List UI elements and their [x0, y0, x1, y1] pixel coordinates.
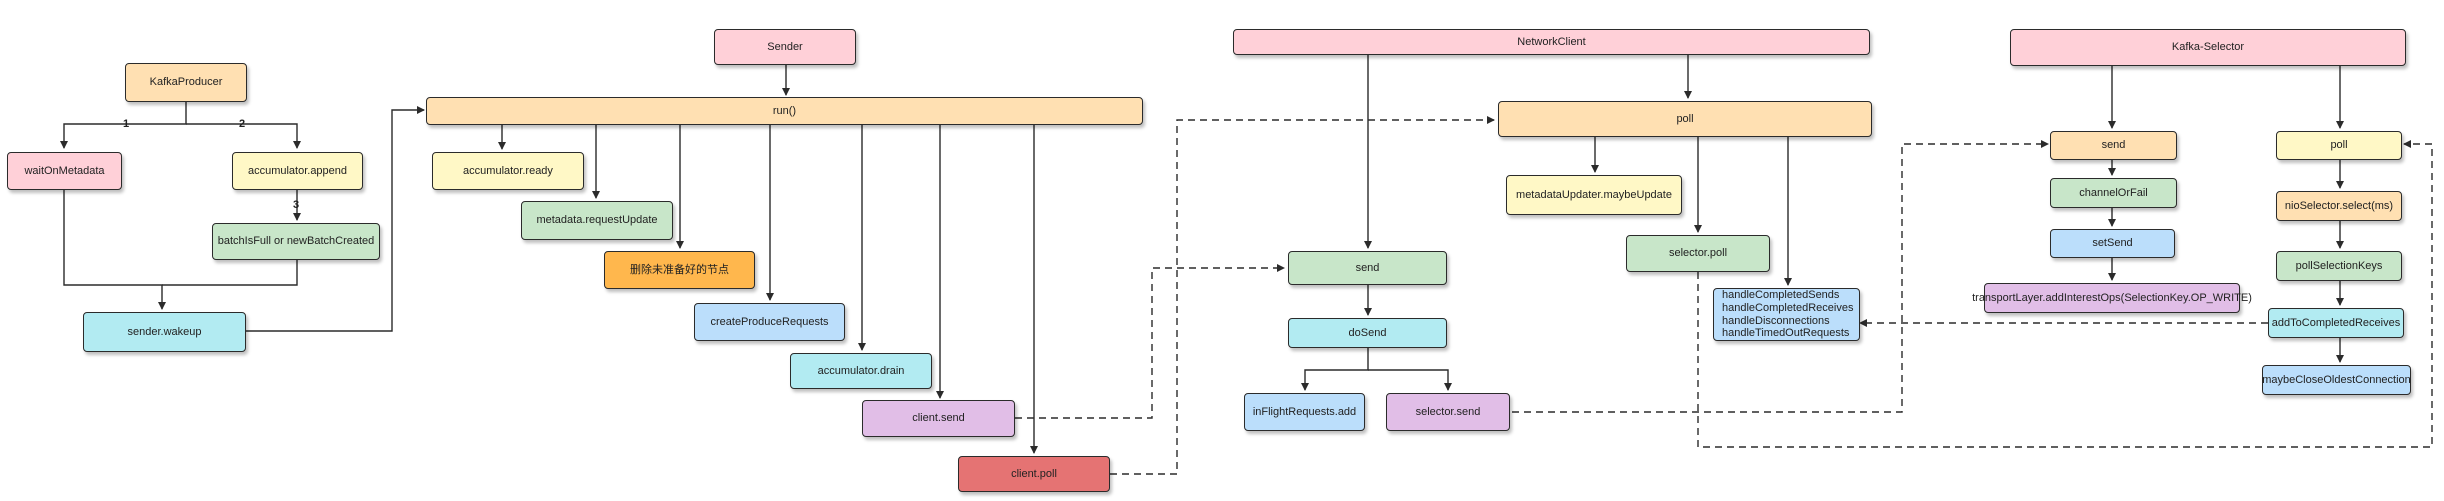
handle-item: handleTimedOutRequests — [1722, 327, 1850, 340]
node-ks-poll[interactable]: poll — [2276, 131, 2402, 160]
node-label: poll — [1676, 112, 1694, 125]
node-in-flight-add[interactable]: inFlightRequests.add — [1244, 393, 1365, 431]
node-add-to-completed[interactable]: addToCompletedReceives — [2268, 308, 2404, 338]
node-label: send — [1355, 261, 1380, 274]
node-client-send[interactable]: client.send — [862, 400, 1015, 437]
edge-dosend-inflight — [1301, 348, 1369, 391]
node-accumulator-drain[interactable]: accumulator.drain — [790, 353, 932, 389]
node-label: poll — [2330, 139, 2348, 152]
edge-label-step1: 1 — [123, 118, 130, 130]
node-label: NetworkClient — [1517, 35, 1586, 48]
edge-label-step3: 3 — [293, 199, 300, 211]
node-metadata-updater[interactable]: metadataUpdater.maybeUpdate — [1506, 175, 1682, 215]
node-label: selector.poll — [1668, 247, 1728, 260]
node-label: metadata.requestUpdate — [536, 214, 658, 227]
node-accumulator-append[interactable]: accumulator.append — [232, 152, 363, 190]
node-nc-send[interactable]: send — [1288, 251, 1447, 285]
node-label: maybeCloseOldestConnection — [2262, 373, 2411, 386]
node-create-produce-requests[interactable]: createProduceRequests — [694, 303, 845, 341]
node-label: selector.send — [1415, 405, 1481, 418]
node-do-send[interactable]: doSend — [1288, 318, 1447, 348]
node-label: batchIsFull or newBatchCreated — [217, 235, 375, 248]
node-run[interactable]: run() — [426, 97, 1143, 125]
node-label: accumulator.ready — [463, 164, 553, 177]
node-label: 删除未准备好的节点 — [630, 263, 729, 276]
handle-item: handleDisconnections — [1722, 314, 1830, 327]
node-sender[interactable]: Sender — [714, 29, 856, 65]
node-label: transportLayer.addInterestOps(SelectionK… — [1972, 291, 2252, 304]
node-selector-send[interactable]: selector.send — [1386, 393, 1510, 431]
node-client-poll[interactable]: client.poll — [958, 456, 1110, 492]
node-label: client.poll — [1011, 467, 1057, 480]
node-label: accumulator.append — [247, 164, 348, 177]
dashed-selectorsend-kssend — [1512, 140, 2049, 413]
dashed-clientpoll-poll — [1110, 116, 1495, 475]
node-selector-poll[interactable]: selector.poll — [1626, 235, 1770, 272]
node-batch-is-full[interactable]: batchIsFull or newBatchCreated — [212, 223, 380, 260]
node-nc-poll[interactable]: poll — [1498, 101, 1872, 137]
edge-label-step2: 2 — [239, 118, 246, 130]
node-ks-send[interactable]: send — [2050, 131, 2177, 160]
node-maybe-close[interactable]: maybeCloseOldestConnection — [2262, 365, 2411, 395]
node-remove-not-ready[interactable]: 删除未准备好的节点 — [604, 251, 755, 289]
node-label: addToCompletedReceives — [2271, 316, 2401, 329]
node-label: client.send — [912, 412, 965, 425]
edge-batch-wakeup — [162, 260, 298, 286]
node-label: waitOnMetadata — [24, 164, 105, 177]
node-channel-or-fail[interactable]: channelOrFail — [2050, 178, 2177, 208]
node-label: inFlightRequests.add — [1252, 405, 1357, 418]
node-label: createProduceRequests — [710, 315, 829, 328]
node-label: metadataUpdater.maybeUpdate — [1516, 188, 1672, 201]
edge-wakeup-run — [246, 106, 425, 332]
edge-producer-append — [186, 123, 301, 149]
node-label: channelOrFail — [2079, 186, 2148, 199]
node-wait-on-metadata[interactable]: waitOnMetadata — [7, 152, 122, 190]
dashed-clientsend-send — [1015, 264, 1285, 419]
node-label: setSend — [2092, 237, 2133, 250]
node-label: doSend — [1348, 326, 1387, 339]
node-label: Sender — [767, 40, 803, 53]
node-label: accumulator.drain — [817, 364, 905, 377]
edge-wait-wakeup — [63, 190, 166, 310]
node-label: run() — [772, 104, 797, 117]
node-nio-selector[interactable]: nioSelector.select(ms) — [2276, 191, 2402, 221]
node-transport-layer[interactable]: transportLayer.addInterestOps(SelectionK… — [1972, 283, 2252, 313]
node-kafka-producer[interactable]: KafkaProducer — [125, 63, 247, 102]
node-kafka-selector[interactable]: Kafka-Selector — [2010, 29, 2406, 66]
node-sender-wakeup[interactable]: sender.wakeup — [83, 312, 246, 352]
edge-dosend-selectorsend — [1368, 369, 1452, 391]
node-handle-list[interactable]: handleCompletedSends handleCompletedRece… — [1713, 288, 1860, 341]
handle-item: handleCompletedReceives — [1722, 301, 1854, 314]
node-poll-selection-keys[interactable]: pollSelectionKeys — [2276, 251, 2402, 281]
node-label: KafkaProducer — [149, 76, 223, 89]
node-label: pollSelectionKeys — [2295, 259, 2383, 272]
node-metadata-request-update[interactable]: metadata.requestUpdate — [521, 201, 673, 240]
node-label: Kafka-Selector — [2171, 41, 2245, 54]
node-label: send — [2101, 139, 2126, 152]
node-label: nioSelector.select(ms) — [2284, 199, 2394, 212]
node-accumulator-ready[interactable]: accumulator.ready — [432, 152, 584, 190]
edge-producer-wait — [60, 102, 187, 149]
node-set-send[interactable]: setSend — [2050, 229, 2175, 258]
node-label: sender.wakeup — [127, 325, 202, 338]
handle-item: handleCompletedSends — [1722, 289, 1840, 302]
node-network-client[interactable]: NetworkClient — [1233, 29, 1870, 55]
